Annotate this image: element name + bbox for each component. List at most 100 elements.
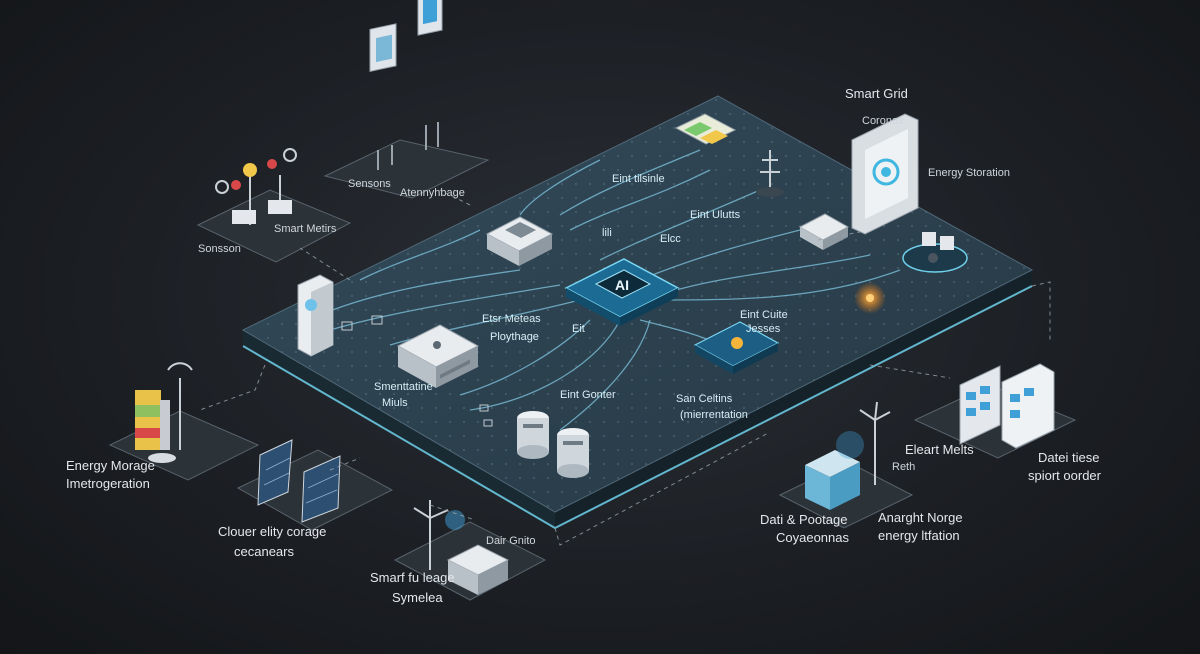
- server-rack-icon: [805, 450, 860, 510]
- control-panel-icon: [959, 365, 1001, 445]
- billboard-display-icon: [417, 0, 443, 150]
- board-small-label-a: lili: [602, 227, 612, 239]
- solar-label-a: Clouer elity corage: [218, 524, 326, 539]
- small-squares: [341, 315, 493, 427]
- board-left-label-c: Smenttatine: [374, 381, 433, 393]
- data-storage-label-b: Coyaeonnas: [776, 530, 849, 545]
- control-panel-icon[interactable]: [674, 113, 737, 145]
- solar-tile[interactable]: [236, 439, 394, 531]
- energy-hub-device[interactable]: [902, 232, 968, 273]
- connector-line: [439, 189, 471, 206]
- wind-label: Dair Gnito: [486, 535, 536, 547]
- flow-line: [559, 149, 701, 216]
- board-side-right: [555, 270, 1032, 528]
- storage-cylinder-icon[interactable]: [557, 428, 589, 478]
- board-right-label-a: Eint Cuite: [740, 309, 788, 321]
- sun-panel[interactable]: [693, 321, 780, 374]
- flow-line: [659, 254, 871, 296]
- wifi-icon: [167, 362, 193, 371]
- smart-meters-label: Smart Metirs: [274, 223, 337, 235]
- wind-turbine-icon: [859, 401, 891, 485]
- flow-line: [459, 319, 591, 396]
- connector-line: [869, 364, 951, 379]
- connector-line: [1031, 281, 1051, 340]
- board-right-label-c: San Celtins: [676, 393, 733, 405]
- board-right-label-b: Jesses: [746, 323, 781, 335]
- wind-turbine-icon: [413, 500, 465, 570]
- flow-line: [469, 319, 621, 411]
- server-rack-icon: [446, 544, 510, 595]
- board-right-label-d: (mierrentation: [680, 409, 748, 421]
- renew-label-b: Anarght Norge: [878, 510, 963, 525]
- connector-line: [199, 364, 266, 411]
- sun-icon: [731, 337, 743, 349]
- flow-line: [319, 269, 521, 316]
- billboard-tile[interactable]: Sensons Atennyhbage: [323, 0, 490, 199]
- router-device[interactable]: [798, 213, 850, 250]
- ai-chip-label: AI: [615, 277, 629, 293]
- board-small-label-b: Eit: [572, 323, 585, 335]
- flow-line: [639, 224, 821, 281]
- board-outline: [241, 95, 1034, 513]
- flow-lines: [319, 149, 901, 431]
- board-top-label: Eint tilsinle: [612, 173, 665, 185]
- gateway-device[interactable]: [485, 216, 554, 266]
- connector-line: [329, 457, 361, 471]
- grid-control-panel[interactable]: [851, 113, 919, 235]
- energy-storage-right-label: Energy Storation: [928, 167, 1010, 179]
- meters-right-label: Eleart Melts: [905, 442, 974, 457]
- solar-panel-icon: [257, 439, 293, 506]
- energy-storage-left-label-a: Energy Morage: [66, 458, 155, 473]
- glow-node: [854, 282, 886, 314]
- flow-line: [599, 189, 761, 261]
- board-left-label-a: Etsr Meteas: [482, 313, 541, 325]
- board-side-left: [243, 330, 555, 528]
- sensors-left-label: Sonsson: [198, 243, 241, 255]
- flow-line: [389, 299, 581, 346]
- board-small-label-c: Elcc: [660, 233, 681, 245]
- solar-label-b: cecanears: [234, 544, 294, 559]
- smart-grid-title: Smart Grid: [845, 86, 908, 101]
- flow-line: [359, 229, 481, 281]
- sensors-top-label: Sensons: [348, 178, 391, 190]
- board-left-label-b: Ploythage: [490, 331, 539, 343]
- renew-label-a: Reth: [892, 461, 915, 473]
- connector-line: [299, 247, 351, 281]
- sensor-node-icon: [215, 148, 297, 225]
- gear-icon: [305, 299, 317, 311]
- board-left-label-d: Miuls: [382, 397, 408, 409]
- smart-grid-subtitle: Coronas: [862, 115, 904, 127]
- meters-tile[interactable]: [913, 363, 1077, 459]
- ai-chip[interactable]: AI: [564, 258, 680, 326]
- flow-line: [649, 269, 901, 301]
- connector-lines: [199, 189, 1051, 546]
- wind-storage-tile[interactable]: [393, 500, 547, 601]
- connector-line: [554, 431, 771, 546]
- renew-label-c: energy ltfation: [878, 528, 960, 543]
- flow-line: [519, 159, 601, 216]
- billboard-display-icon: [369, 23, 397, 170]
- transmission-tower-icon[interactable]: [756, 150, 784, 197]
- data-right-label-b: spiort oorder: [1028, 468, 1102, 483]
- smart-meter-device[interactable]: [297, 274, 334, 357]
- energy-storage-left-label-b: Imetrogeration: [66, 476, 150, 491]
- battery-tile[interactable]: [108, 362, 260, 481]
- control-panel-icon: [1001, 363, 1055, 449]
- data-right-label-a: Datei tiese: [1038, 450, 1099, 465]
- storage-bottom-label-b: Symelea: [392, 590, 443, 605]
- board-mid-label: Eint Ulutts: [690, 209, 741, 221]
- data-storage-tile[interactable]: [778, 401, 914, 529]
- sensor-tile[interactable]: Smart Metirs: [196, 148, 352, 263]
- solar-panel-icon: [301, 455, 341, 523]
- actuators-top-label: Atennyhbage: [400, 187, 465, 199]
- storage-cylinder-icon[interactable]: [517, 411, 549, 459]
- board-center-label-a: Eint Gonter: [560, 389, 616, 401]
- server-box-device[interactable]: [396, 324, 480, 388]
- battery-tower-icon: [135, 362, 193, 463]
- storage-bottom-label-a: Smarf fu leage: [370, 570, 455, 585]
- target-icon: [872, 158, 900, 186]
- flow-line: [559, 319, 651, 431]
- data-storage-label-a: Dati & Pootage: [760, 512, 847, 527]
- flow-line: [329, 284, 561, 331]
